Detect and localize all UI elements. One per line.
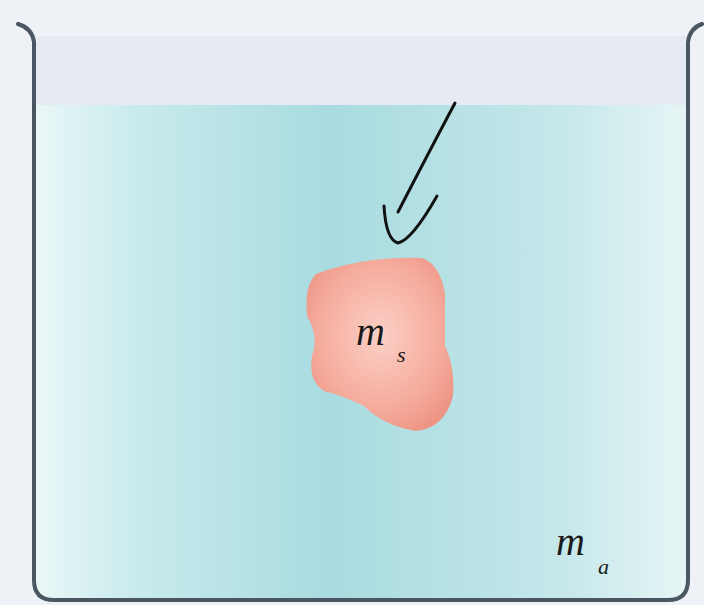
rock-fill (306, 258, 453, 431)
mass-symbol: m (556, 522, 585, 562)
mass-subscript: s (397, 344, 406, 366)
hook (384, 196, 437, 243)
water (36, 105, 686, 598)
mass-symbol: m (356, 312, 385, 352)
air-space (34, 36, 688, 106)
rock-sample: ms (304, 254, 456, 432)
mass-subscript: a (598, 556, 609, 578)
string (398, 103, 455, 212)
beaker-outline (18, 24, 702, 600)
